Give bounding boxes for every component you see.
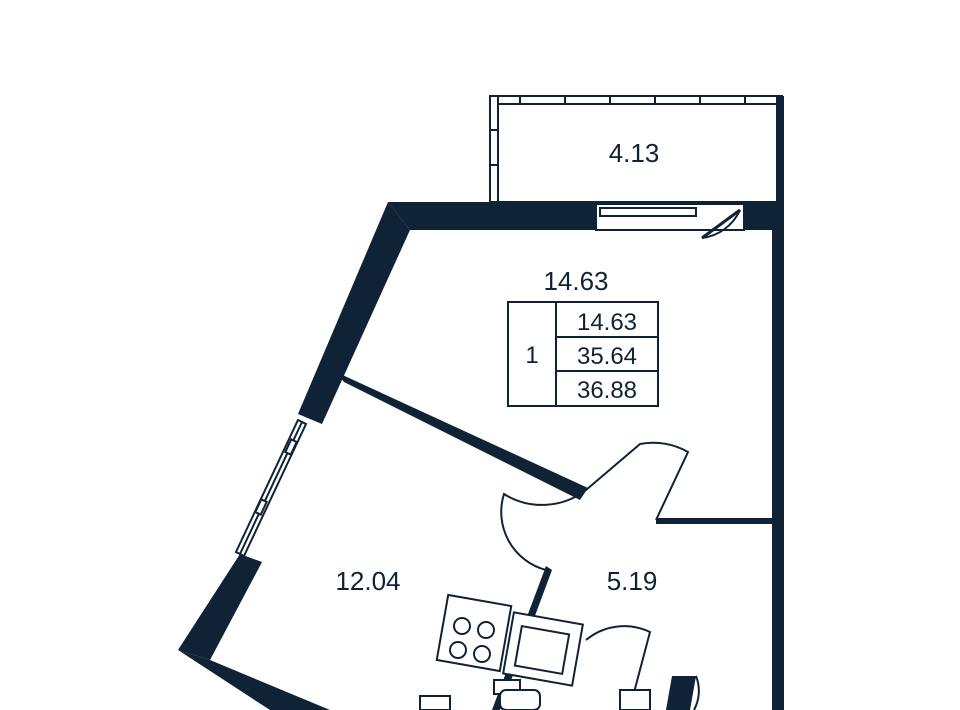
bottom-left-wall — [178, 650, 330, 710]
bathroom-door-swing — [585, 625, 652, 701]
living-room-door-swing — [585, 441, 690, 521]
left-wall-upper — [298, 202, 410, 424]
top-window-sash — [599, 207, 697, 217]
left-wall-lower — [178, 554, 262, 660]
living-room-area-label: 14.63 — [543, 266, 608, 296]
exterior-walls — [178, 202, 784, 710]
balcony-railing-left — [489, 95, 499, 203]
door-swings — [500, 441, 690, 701]
summary-table-frame — [507, 301, 659, 407]
living-area-value: 14.63 — [577, 309, 637, 336]
balcony-area-label: 4.13 — [609, 138, 660, 168]
balcony-door-window — [595, 203, 745, 240]
balcony-railing-top — [489, 95, 781, 105]
burner-1 — [453, 617, 471, 635]
area-summary-table: 1 14.63 35.64 36.88 — [507, 301, 659, 407]
sink — [501, 611, 585, 687]
right-wall — [772, 202, 784, 710]
interior-wall-living-kitchen — [336, 372, 588, 500]
kitchen-door-swing — [500, 489, 587, 571]
stove — [435, 593, 513, 673]
kitchen-counter-edge — [419, 695, 451, 710]
left-window — [234, 418, 308, 558]
stove-body — [435, 593, 513, 673]
sink-body — [501, 611, 585, 687]
bathroom-wall — [666, 676, 696, 710]
toilet — [493, 679, 541, 710]
burner-3 — [449, 641, 467, 659]
top-wall-left — [388, 202, 596, 230]
balcony: 4.13 — [489, 95, 784, 206]
burner-4 — [473, 645, 491, 663]
room-count: 1 — [525, 342, 538, 369]
toilet-bowl — [499, 689, 541, 710]
balcony-side-wall — [776, 96, 784, 206]
kitchen-area-label: 12.04 — [335, 566, 400, 596]
hallway-area-label: 5.19 — [607, 566, 658, 596]
total-area-with-balcony-value: 36.88 — [577, 377, 637, 404]
burner-2 — [477, 621, 495, 639]
bath-fixture — [619, 689, 651, 710]
total-area-value: 35.64 — [577, 343, 637, 370]
interior-wall-hall-right — [656, 518, 774, 524]
